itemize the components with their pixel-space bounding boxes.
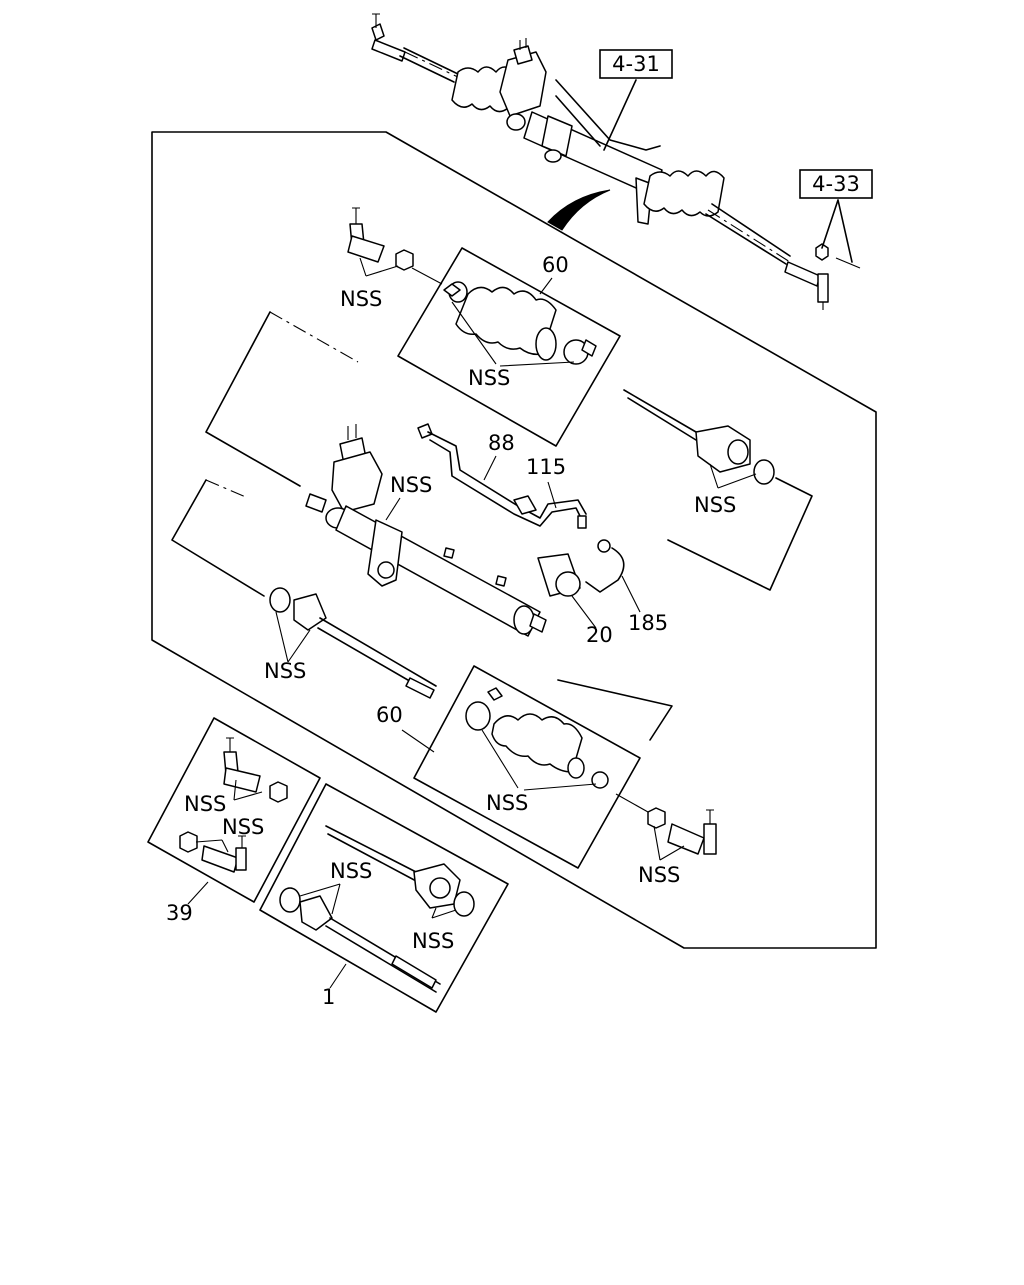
callout-nss-set-c: NSS [330,859,372,883]
boot-kit-upper [397,247,621,447]
callout-nss-set-b: NSS [222,815,264,839]
callout-nss-inner-rod-lower: NSS [264,659,306,683]
assembly-frame [151,131,877,949]
callout-line-115: 115 [526,455,566,479]
inner-tie-rod-set [259,783,509,1013]
hydraulic-lines [417,423,587,529]
ref-label-4-33: 4-33 [812,172,860,196]
gear-housing [305,424,547,637]
callout-nss-tre-lower-right: NSS [638,863,680,887]
boot-kit-lower [413,665,641,869]
callout-nss-inner-rod-upper: NSS [694,493,736,517]
tie-rod-end-set [147,717,321,905]
callout-mount-20: 20 [586,623,613,647]
inner-tie-rod-lower-left [269,587,437,699]
ref-label-4-31: 4-31 [612,52,660,76]
ref-box-4-33[interactable]: 4-33 [799,169,873,199]
callout-boot-kit-lower: 60 [376,703,403,727]
callout-clamp-185: 185 [628,611,668,635]
tie-rod-end-upper-left [347,207,443,285]
rack-mount [537,553,597,629]
callout-tie-rod-end-39: 39 [166,901,193,925]
callout-nss-tre-upper-left: NSS [340,287,382,311]
inner-tie-rod-upper-right [623,389,775,489]
ref-box-4-31[interactable]: 4-31 [599,49,673,79]
assembled-steering-gear [371,13,861,310]
callout-nss-housing: NSS [390,473,432,497]
callout-nss-boot-upper: NSS [468,366,510,390]
callout-nss-set-a: NSS [184,792,226,816]
mount-clamp [585,539,641,613]
callout-line-88: 88 [488,431,515,455]
callout-boot-kit-upper: 60 [542,253,569,277]
callout-inner-tie-rod-1: 1 [322,985,335,1009]
callout-nss-set-d: NSS [412,929,454,953]
callout-nss-boot-lower: NSS [486,791,528,815]
tie-rod-end-lower-right [615,793,717,861]
